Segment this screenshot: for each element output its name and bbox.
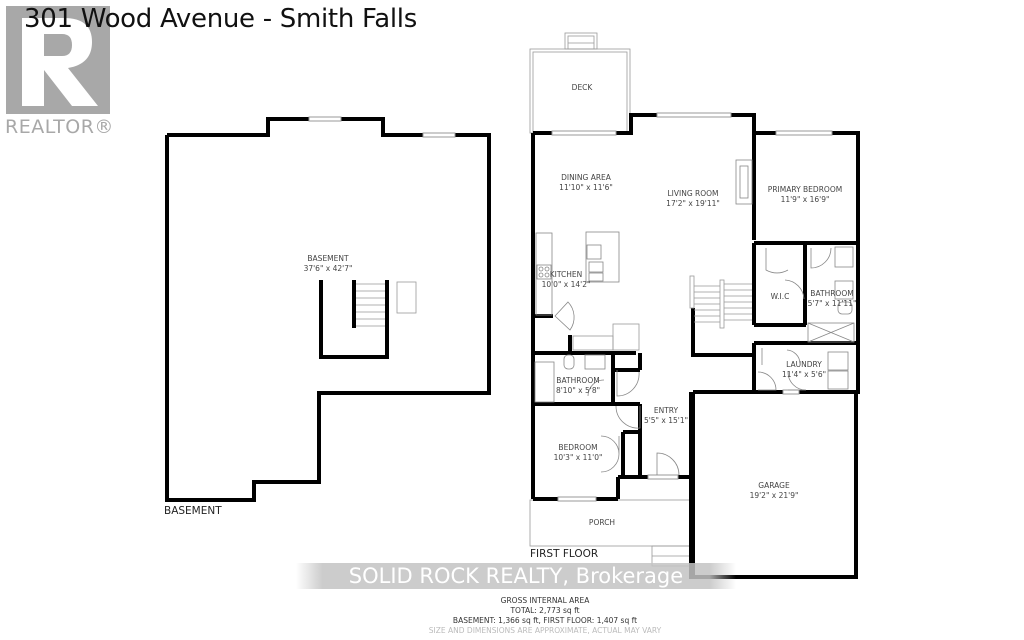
floor-label-first-floor: FIRST FLOOR	[530, 548, 599, 560]
room-dims: 11'9" x 16'9"	[780, 195, 830, 204]
page-title: 301 Wood Avenue - Smith Falls	[24, 4, 417, 34]
room-name: PRIMARY BEDROOM	[767, 185, 843, 194]
room-label-wic: W.I.C	[771, 292, 790, 302]
room-dims: 5'5" x 15'1"	[643, 416, 689, 425]
floor-label-basement: BASEMENT	[164, 505, 222, 517]
room-label-bathroom: BATHROOM 8'10" x 5'8"	[556, 376, 600, 396]
brokerage-watermark: SOLID ROCK REALTY, Brokerage	[296, 563, 736, 589]
room-label-deck: DECK	[572, 83, 593, 93]
room-dims: 11'4" x 5'6"	[781, 370, 827, 379]
room-dims: 10'3" x 11'0"	[553, 453, 603, 462]
room-dims: 37'6" x 42'7"	[303, 264, 353, 273]
room-label-primary-bedroom: PRIMARY BEDROOM 11'9" x 16'9"	[768, 185, 842, 205]
room-dims: 10'0" x 14'2"	[541, 280, 591, 289]
room-name: DINING AREA	[561, 173, 611, 182]
fireplace	[735, 159, 753, 205]
room-dims: 8'10" x 5'8"	[555, 386, 601, 395]
first-floor-walls	[531, 113, 860, 579]
room-label-living-room: LIVING ROOM 17'2" x 19'11"	[666, 189, 720, 209]
room-name: GARAGE	[758, 481, 790, 490]
room-label-primary-bathroom: BATHROOM 5'7" x 11'11"	[808, 289, 857, 309]
realtor-r-icon	[6, 6, 110, 114]
room-name: BASEMENT	[307, 254, 349, 263]
area-heading: GROSS INTERNAL AREA	[500, 596, 590, 605]
room-label-bedroom: BEDROOM 10'3" x 11'0"	[554, 443, 603, 463]
room-dims: 11'10" x 11'6"	[559, 183, 613, 192]
room-name: W.I.C	[770, 292, 790, 301]
room-name: LAUNDRY	[786, 360, 822, 369]
room-name: KITCHEN	[549, 270, 583, 279]
room-label-kitchen: KITCHEN 10'0" x 14'2"	[542, 270, 591, 290]
room-name: BATHROOM	[556, 376, 600, 385]
room-label-porch: PORCH	[589, 518, 615, 528]
room-label-laundry: LAUNDRY 11'4" x 5'6"	[782, 360, 826, 380]
basement-windows	[308, 116, 456, 138]
room-dims: 19'2" x 21'9"	[749, 491, 799, 500]
room-name: BEDROOM	[558, 443, 598, 452]
room-dims: 5'7" x 11'11"	[807, 299, 857, 308]
area-breakdown: BASEMENT: 1,366 sq ft, FIRST FLOOR: 1,40…	[452, 616, 638, 625]
basement-plan	[165, 117, 491, 502]
bathroom-fixtures	[534, 246, 855, 403]
room-label-basement: BASEMENT 37'6" x 42'7"	[304, 254, 353, 274]
area-disclaimer: SIZE AND DIMENSIONS ARE APPROXIMATE, ACT…	[428, 626, 662, 635]
gross-area-summary: GROSS INTERNAL AREA TOTAL: 2,773 sq ft B…	[360, 596, 730, 636]
room-label-garage: GARAGE 19'2" x 21'9"	[750, 481, 799, 501]
first-floor-windows	[551, 112, 833, 502]
door-swings	[587, 247, 832, 476]
room-name: BATHROOM	[810, 289, 854, 298]
room-name: LIVING ROOM	[667, 189, 719, 198]
room-name: PORCH	[588, 518, 616, 527]
room-dims: 17'2" x 19'11"	[666, 199, 720, 208]
room-label-dining-area: DINING AREA 11'10" x 11'6"	[559, 173, 613, 193]
kitchen-fixtures	[535, 231, 620, 331]
realtor-wordmark: REALTOR®	[5, 116, 114, 138]
room-name: ENTRY	[653, 406, 679, 415]
first-floor-stairs	[572, 275, 752, 351]
room-label-entry: ENTRY 5'5" x 15'1"	[644, 406, 688, 426]
room-name: DECK	[571, 83, 593, 92]
basement-appliance	[396, 281, 417, 314]
area-total: TOTAL: 2,773 sq ft	[510, 606, 580, 615]
basement-stairs	[356, 283, 385, 327]
